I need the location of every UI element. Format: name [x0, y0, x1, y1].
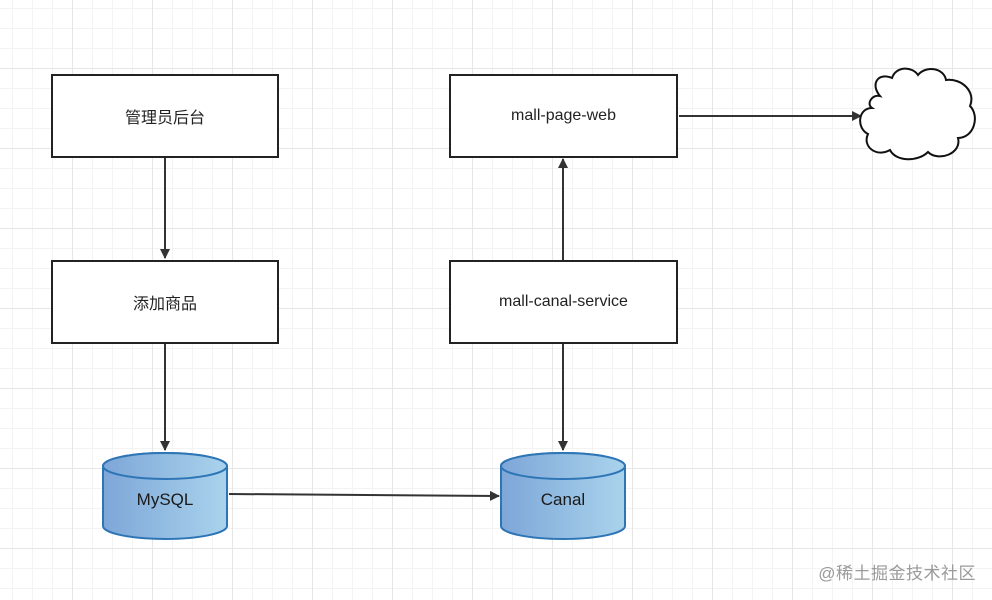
mysql-label: MySQL [136, 490, 194, 509]
node-add-product-label: 添加商品 [132, 296, 197, 313]
canal-label: Canal [540, 490, 586, 509]
node-admin-backend-label: 管理员后台 [124, 110, 205, 127]
cloud-icon [859, 67, 976, 161]
node-mall-canal-service[interactable]: mall-canal-service [449, 260, 678, 344]
canal-cylinder [500, 452, 626, 540]
mysql-cylinder [102, 452, 228, 540]
watermark: @稀土掘金技术社区 [818, 564, 976, 583]
node-admin-backend[interactable]: 管理员后台 [51, 74, 279, 158]
node-mall-canal-service-label: mall-canal-service [499, 293, 628, 310]
node-mall-page-web[interactable]: mall-page-web [449, 74, 678, 158]
node-mall-page-web-label: mall-page-web [511, 107, 616, 124]
edge-mysql-to-canal [228, 490, 500, 501]
node-add-product[interactable]: 添加商品 [51, 260, 279, 344]
